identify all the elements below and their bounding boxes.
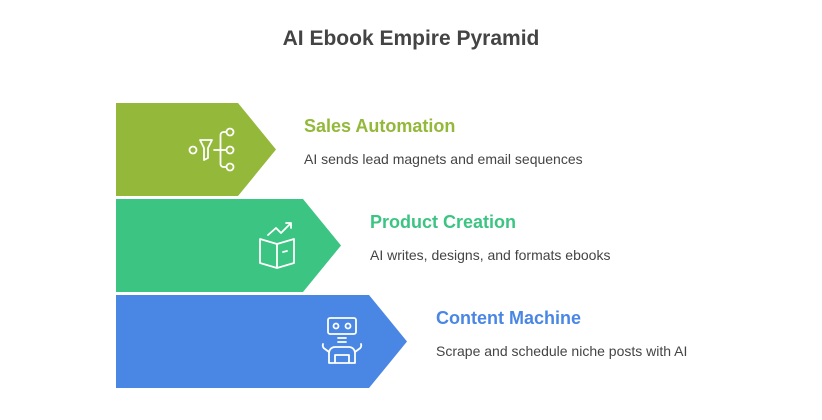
funnel-branch-icon xyxy=(188,127,235,172)
level-1-description: AI sends lead magnets and email sequence… xyxy=(304,151,583,167)
level-3-description: Scrape and schedule niche posts with AI xyxy=(436,343,688,359)
diagram-title: AI Ebook Empire Pyramid xyxy=(282,27,540,50)
book-growth-icon xyxy=(259,222,295,269)
level-2-label: Product Creation xyxy=(370,212,517,232)
level-1-label: Sales Automation xyxy=(304,116,456,136)
level-3-label: Content Machine xyxy=(436,308,582,328)
level-2-description: AI writes, designs, and formats ebooks xyxy=(370,247,611,263)
robot-icon xyxy=(321,317,363,364)
level-3-band xyxy=(116,295,407,388)
level-2-band xyxy=(116,199,341,292)
